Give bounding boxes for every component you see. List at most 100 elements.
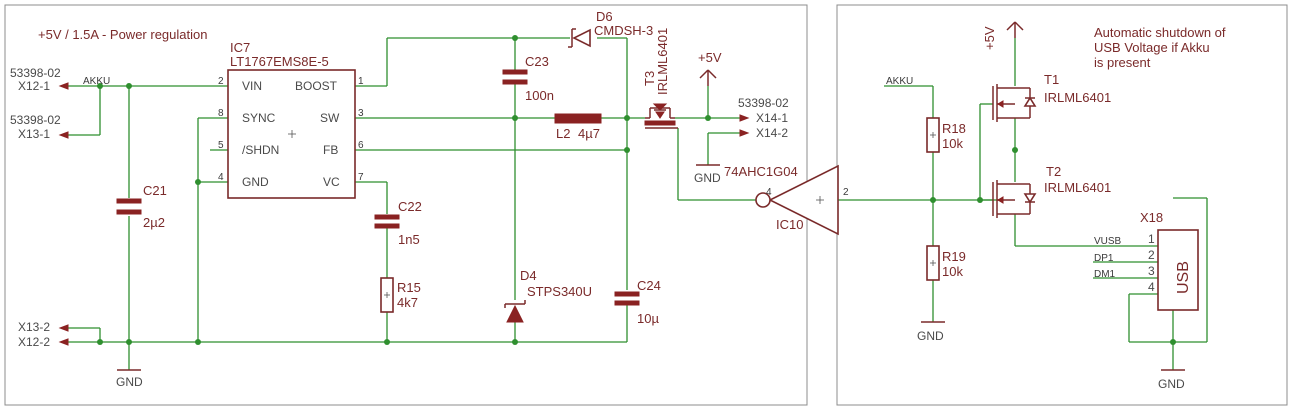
conn-x12-2: X12-2 [18,335,50,349]
l2-value: 4µ7 [578,126,600,141]
gnd-label-4: GND [1158,377,1185,391]
akku-label-right: AKKU [886,76,913,87]
ic7-regulator [227,69,356,199]
c23-value: 100n [525,88,554,103]
l2-inductor [554,113,602,124]
conn-x14-2: X14-2 [756,126,788,140]
right-frame-title-1: Automatic shutdown of [1094,25,1226,40]
conn-x13-2: X13-2 [18,320,50,334]
t1-name: T1 [1044,72,1059,87]
t2-value: IRLML6401 [1044,180,1111,195]
usb-pin-1: 1 [1148,232,1155,246]
t3-mosfet [644,103,678,129]
conn-x12-1: X12-1 [18,79,50,93]
ic7-num-8: 8 [218,108,224,119]
left-wires [68,37,1001,370]
d6-value: CMDSH-3 [594,23,653,38]
t2-mosfet [992,180,1037,218]
t3-value: IRLML6401 [655,28,670,95]
conn-x14-1: X14-1 [756,111,788,125]
usb-net-vusb: VUSB [1094,236,1122,247]
l2-name: L2 [556,126,570,141]
ic7-num-3: 3 [358,108,364,119]
ic7-pin-vc: VC [323,175,340,189]
c24-name: C24 [637,278,661,293]
left-frame-title: +5V / 1.5A - Power regulation [38,27,207,42]
conn-out-type: 53398-02 [738,96,789,110]
ic7-num-4: 4 [218,172,224,183]
usb-net-dm1: DM1 [1094,269,1116,280]
ic10-pin-out: 2 [843,187,849,198]
c22-value: 1n5 [398,232,420,247]
akku-label-left: AKKU [83,76,110,87]
plus5v-label-left: +5V [698,50,722,65]
d4-diode [504,300,526,323]
usb-shutdown-frame [836,4,1288,406]
r18-value: 10k [942,136,963,151]
ic7-value: LT1767EMS8E-5 [230,54,329,69]
ic10-inverter [755,164,839,236]
ic7-pin-sw: SW [320,111,340,125]
ic7-num-5: 5 [218,140,224,151]
plus5v-supply-left [699,69,717,86]
c24-capacitor [614,291,640,306]
usb-pin-3: 3 [1148,264,1155,278]
c23-name: C23 [525,54,549,69]
usb-pin-4: 4 [1148,280,1155,294]
ic7-num-7: 7 [358,172,364,183]
r15-value: 4k7 [397,295,418,310]
gnd-label-2: GND [694,171,721,185]
usb-label: USB [1175,261,1192,294]
r15-resistor [380,277,394,313]
r19-resistor [926,245,940,281]
usb-connector [1157,229,1199,311]
r19-name: R19 [942,249,966,264]
ic10-value: 74AHC1G04 [724,164,798,179]
usb-name: X18 [1140,210,1163,225]
conn-type-b: 53398-02 [10,113,61,127]
ic7-num-2: 2 [218,76,224,87]
c24-value: 10µ [637,311,659,326]
r15-name: R15 [397,280,421,295]
plus5v-label-right: +5V [982,26,997,50]
c21-value: 2µ2 [143,215,165,230]
r18-name: R18 [942,121,966,136]
d4-name: D4 [520,268,537,283]
usb-net-dp1: DP1 [1094,253,1114,264]
r18-resistor [926,117,940,153]
t3-name: T3 [642,71,657,86]
right-frame-title-2: USB Voltage if Akku [1094,40,1210,55]
c21-name: C21 [143,183,167,198]
t1-mosfet [992,84,1037,122]
ic7-pin-gnd: GND [242,175,269,189]
c22-capacitor [374,214,400,229]
d6-name: D6 [596,9,613,24]
d4-value: STPS340U [527,284,592,299]
ic7-num-1: 1 [358,76,364,87]
t1-value: IRLML6401 [1044,90,1111,105]
c21-capacitor [116,198,142,215]
t2-name: T2 [1046,164,1061,179]
right-frame-title-3: is present [1094,55,1151,70]
ic7-name: IC7 [230,40,250,55]
conn-type-a: 53398-02 [10,66,61,80]
r19-value: 10k [942,264,963,279]
ic10-pin-in: 4 [766,187,772,198]
gnd-label-1: GND [116,375,143,389]
right-wires [884,38,1208,370]
ic7-num-6: 6 [358,140,364,151]
gnd-label-3: GND [917,329,944,343]
ic7-pin-sync: SYNC [242,111,276,125]
left-connectors [58,82,750,346]
c23-capacitor [502,69,528,85]
right-junctions [930,147,1176,345]
ic7-pin-vin: VIN [242,79,262,93]
d6-diode [568,28,591,48]
usb-pin-2: 2 [1148,248,1155,262]
left-junctions [97,35,711,345]
ic7-pin-boost: BOOST [295,79,338,93]
ic7-pin-shdn: /SHDN [242,143,279,157]
c22-name: C22 [398,199,422,214]
conn-x13-1: X13-1 [18,127,50,141]
